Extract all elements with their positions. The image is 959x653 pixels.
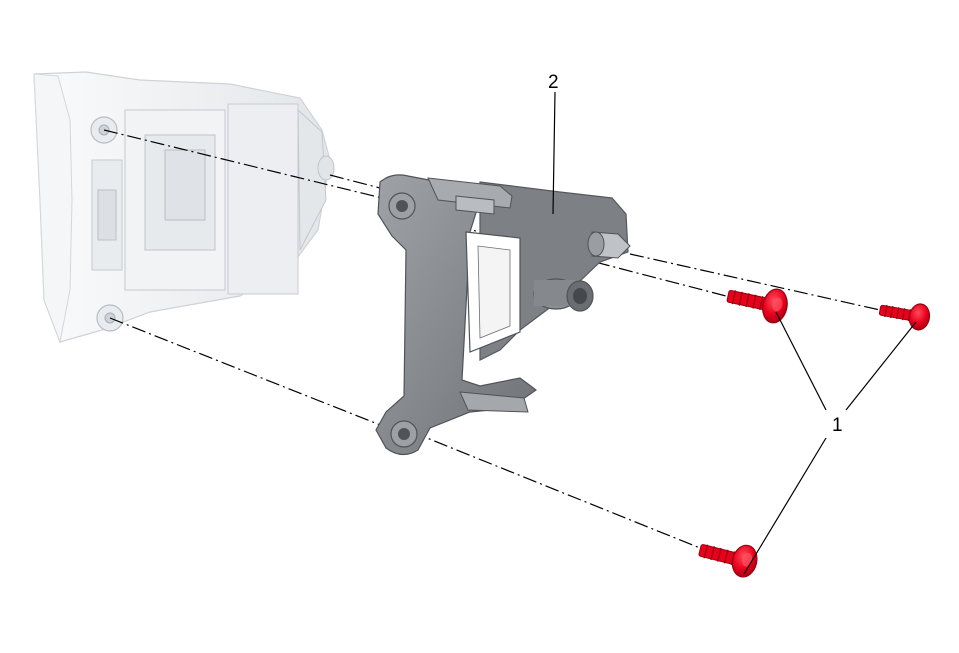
- screw-upper-middle: [726, 288, 788, 324]
- mounting-bracket: [375, 174, 631, 456]
- leader-screw-lower: [743, 437, 827, 575]
- leader-screw-upper-right: [845, 321, 917, 411]
- leader-lines: [552, 91, 917, 575]
- screw-lower: [698, 544, 758, 578]
- leader-bracket: [552, 91, 556, 215]
- callout-screws: 1: [832, 415, 843, 436]
- screw-threads: [726, 290, 773, 312]
- switch-module: [33, 71, 335, 344]
- leader-screw-upper-middle: [775, 311, 827, 411]
- callout-bracket: 2: [548, 72, 559, 93]
- screw-upper-right: [878, 303, 931, 331]
